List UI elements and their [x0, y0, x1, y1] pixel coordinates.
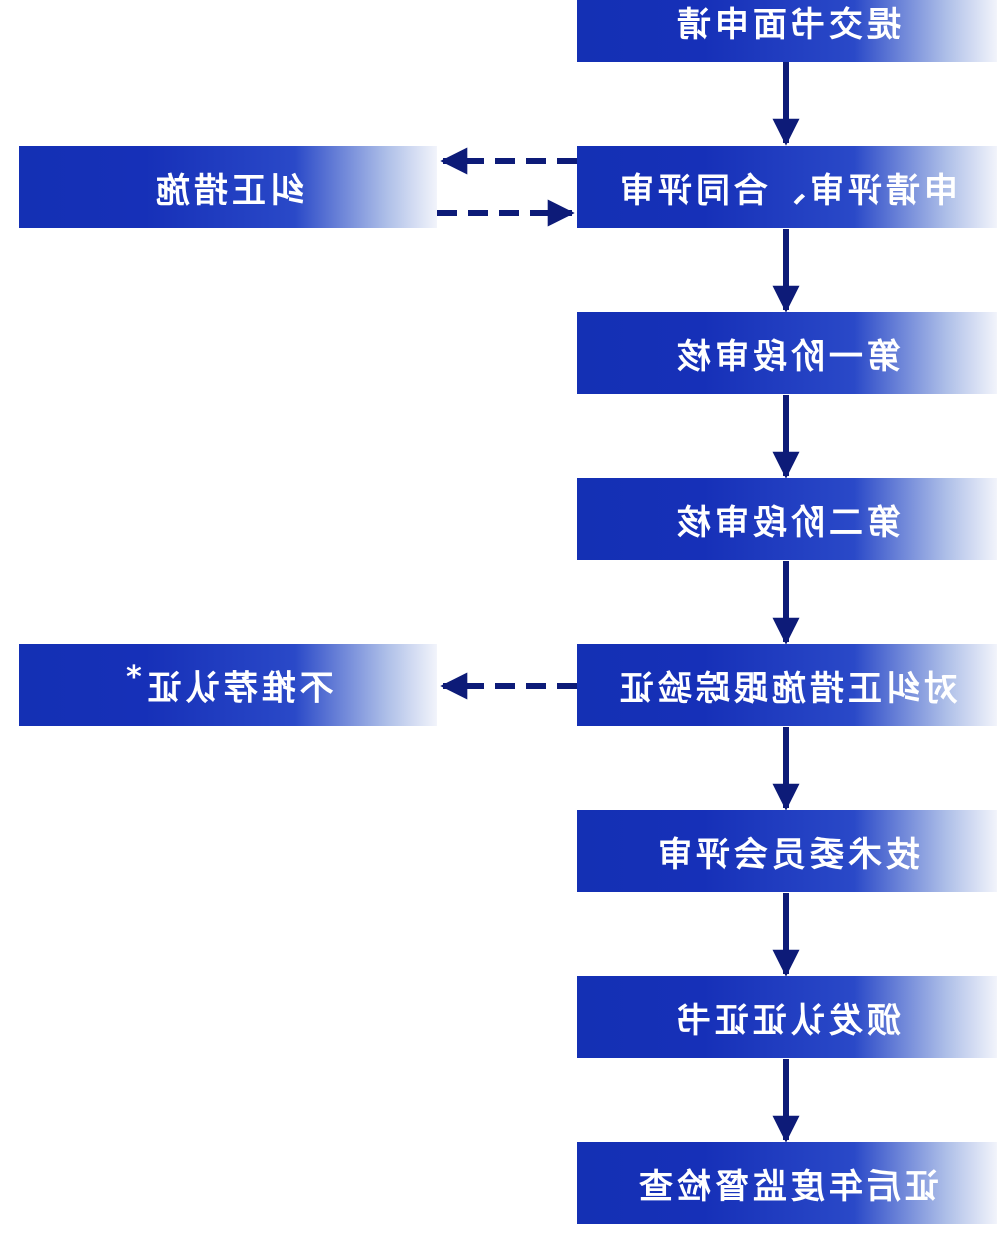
step-issue-certificate: 颁发认证证书 — [577, 976, 997, 1058]
step-label: 第二阶段审核 — [673, 502, 901, 543]
asterisk-mark: * — [122, 660, 142, 696]
side-box-corrective-measures: 纠正措施 — [19, 146, 437, 228]
step-label: 技术委员会评审 — [654, 834, 920, 875]
step-corrective-action-verification: 对纠正措施跟踪验证 — [577, 644, 997, 726]
step-technical-committee-review: 技术委员会评审 — [577, 810, 997, 892]
side-box-label: 不推荐认证* — [122, 660, 334, 709]
step-label: 证后年度监督检查 — [635, 1166, 939, 1207]
step-label: 颁发认证证书 — [673, 1000, 901, 1041]
not-recommended-text: 不推荐认证 — [143, 668, 334, 709]
step-stage-two-audit: 第二阶段审核 — [577, 478, 997, 560]
step-annual-surveillance: 证后年度监督检查 — [577, 1142, 997, 1224]
step-stage-one-audit: 第一阶段审核 — [577, 312, 997, 394]
step-submit-application: 提交书面申请 — [577, 0, 997, 62]
side-box-not-recommended: 不推荐认证* — [19, 644, 437, 726]
step-label: 提交书面申请 — [673, 4, 901, 45]
step-application-contract-review: 申请评审、合同评审 — [577, 146, 997, 228]
step-label: 申请评审、合同评审 — [616, 170, 958, 211]
step-label: 对纠正措施跟踪验证 — [616, 668, 958, 709]
side-box-label: 纠正措施 — [152, 170, 304, 211]
step-label: 第一阶段审核 — [673, 336, 901, 377]
